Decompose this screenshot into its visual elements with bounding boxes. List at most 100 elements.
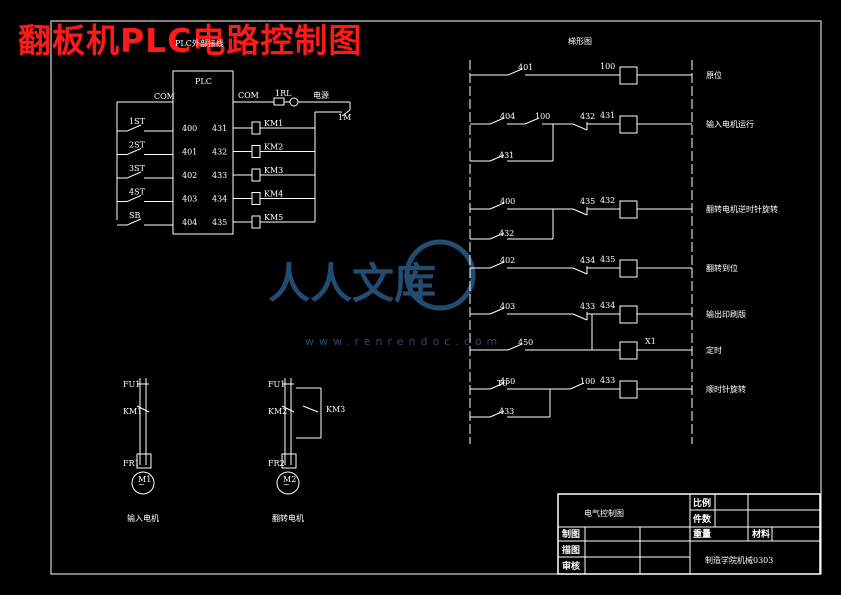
tb-org: 制造学院机械0303 [705, 555, 773, 565]
contact-label-100: 100 [580, 377, 595, 386]
motor-contactor-1: KM2 [268, 407, 287, 416]
plc-output-433: 433 [212, 171, 227, 180]
tb-review: 审核 [562, 560, 580, 572]
power-label: 电源 [313, 90, 329, 100]
contact-label-433: 433 [580, 302, 595, 311]
coil-433 [619, 380, 638, 399]
contact-402 [487, 261, 510, 269]
contact-435 [567, 207, 593, 216]
input-switch-4 [124, 218, 147, 226]
timer-label: T0 [497, 379, 507, 388]
motor-symbol-1 [276, 471, 300, 495]
rung-desc-1: 输入电机运行 [706, 119, 754, 129]
contact-label-404: 404 [500, 112, 515, 121]
motor-label-1: 翻转电机 [272, 513, 304, 523]
diagram-title: 翻板机PLC电路控制图 [18, 21, 363, 60]
switch-label-3: 4ST [129, 188, 146, 197]
coil-label-434: 434 [600, 301, 615, 310]
plc-input-403: 403 [182, 195, 197, 204]
coil-432 [619, 200, 638, 219]
plc-input-401: 401 [182, 148, 197, 157]
coil-label-100: 100 [600, 62, 615, 71]
branch-contact-431 [487, 154, 510, 162]
tb-weight: 重量 [693, 528, 711, 540]
ground-label: 1M [338, 113, 351, 122]
watermark-text: 人人文库 [268, 259, 436, 308]
plc-input-402: 402 [182, 171, 197, 180]
rung-desc-4: 输出印刷版 [706, 309, 746, 319]
contact-label-450: 450 [518, 338, 533, 347]
coil-431 [619, 115, 638, 134]
thermal-relay-0 [136, 453, 152, 469]
contact-404 [487, 117, 510, 125]
contact-450 [505, 343, 528, 351]
drawing-frame [50, 20, 822, 575]
rung-desc-6: 顺时针旋转 [706, 384, 746, 394]
plc-output-434: 434 [212, 195, 227, 204]
branch-label-431: 431 [499, 151, 514, 160]
motor-relay-1: FR2 [268, 459, 285, 468]
relay-label-2: KM3 [264, 166, 283, 175]
rung-desc-3: 翻转到位 [706, 263, 738, 273]
plc-input-400: 400 [182, 124, 197, 133]
plc-output-431: 431 [212, 124, 227, 133]
switch-label-1: 2ST [129, 141, 146, 150]
tb-scale: 比例 [693, 497, 711, 509]
plc-output-432: 432 [212, 148, 227, 157]
coil-100 [619, 66, 638, 85]
watermark-url: www.renrendoc.com [305, 335, 502, 348]
tb-traced: 描图 [562, 544, 580, 556]
contact-label-403: 403 [500, 302, 515, 311]
motor-contactor2-1: KM3 [326, 405, 345, 414]
contact-432 [567, 122, 593, 131]
rung-desc-0: 原位 [706, 70, 722, 80]
relay-label-4: KM5 [264, 213, 283, 222]
relay-coil-2 [251, 168, 261, 182]
motor-contactor-0: KM1 [123, 407, 142, 416]
motor-tilde-1: ~ [283, 480, 290, 489]
coil-label-435: 435 [600, 255, 615, 264]
motor-fuse-0: FU1 [123, 380, 140, 389]
relay-coil-1 [251, 145, 261, 158]
tb-title: 电气控制图 [584, 508, 624, 518]
coil-label-431: 431 [600, 111, 615, 120]
watermark: 人人文库 www.renrendoc.com [268, 239, 502, 348]
motor-label-0: 输入电机 [127, 513, 159, 523]
input-switch-1 [124, 148, 147, 155]
branch-label-432: 432 [499, 229, 514, 238]
branch-label-433: 433 [499, 407, 514, 416]
motor-relay-0: FR1 [123, 459, 140, 468]
contact-100 [567, 382, 590, 390]
motor-tilde-0: ~ [138, 480, 145, 489]
relay-coil-4 [251, 215, 261, 229]
contact-label-400: 400 [500, 197, 515, 206]
contact-434 [567, 266, 593, 275]
coil-label-432: 432 [600, 196, 615, 205]
relay-coil-0 [251, 121, 261, 135]
fuse-label: 1RL [275, 89, 292, 98]
switch-label-0: 1ST [129, 117, 146, 126]
motor-name-1: M2 [283, 475, 296, 484]
tb-count: 件数 [693, 513, 712, 525]
switch-label-2: 3ST [129, 164, 146, 173]
contact-100 [522, 117, 545, 125]
relay-coil-3 [251, 192, 261, 205]
contact-label-401: 401 [518, 63, 533, 72]
branch-contact-432 [487, 232, 510, 240]
input-switch-0 [124, 124, 147, 132]
contact-401 [505, 68, 528, 76]
coil-435 [619, 259, 638, 278]
title-block: 电气控制图 比例 件数 重量 材料 制图 描图 审核 制造学院机械0303 [557, 493, 821, 575]
motor-name-0: M1 [138, 475, 151, 484]
relay-label-3: KM4 [264, 190, 283, 199]
plc-com-out: COM [238, 91, 259, 100]
contact-label-435: 435 [580, 197, 595, 206]
ladder-rung-4: 403 433 434 输出印刷版 [470, 301, 746, 324]
